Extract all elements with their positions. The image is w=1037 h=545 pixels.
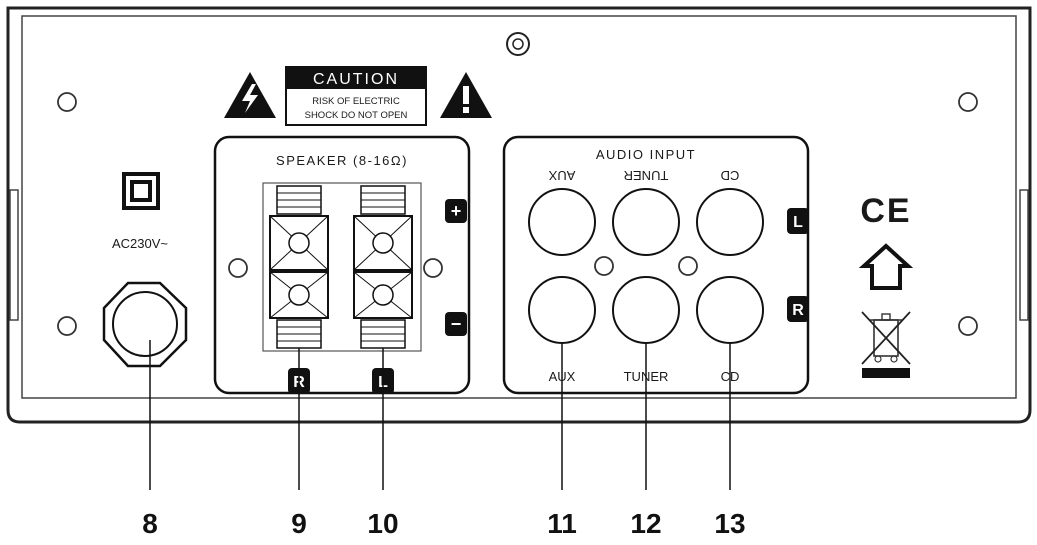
svg-text:R: R bbox=[792, 302, 804, 319]
speaker-terminal-left[interactable] bbox=[353, 185, 413, 349]
rca-tuner-right-jack[interactable] bbox=[612, 276, 680, 344]
lightning-warning-icon bbox=[224, 72, 276, 118]
caution-title-bar bbox=[286, 67, 426, 89]
screw-hole-bottom-right bbox=[958, 316, 978, 336]
speaker-panel-title: SPEAKER (8-16Ω) bbox=[276, 153, 408, 168]
top-label-cd: CD bbox=[721, 168, 740, 183]
ce-mark: CE bbox=[860, 192, 911, 230]
top-label-tuner: TUNER bbox=[624, 168, 669, 183]
svg-text:L: L bbox=[793, 214, 803, 231]
caution-line-1: RISK OF ELECTRIC bbox=[312, 96, 400, 107]
rca-aux-right-jack[interactable] bbox=[528, 276, 596, 344]
right-channel-badge: R bbox=[787, 296, 809, 322]
audio-panel-hole-left bbox=[594, 256, 614, 276]
chassis-right-edge bbox=[1019, 189, 1029, 321]
speaker-panel-hole-right bbox=[423, 258, 443, 278]
screw-hole-bottom-left bbox=[57, 316, 77, 336]
callout-11: 11 bbox=[547, 508, 577, 539]
screw-top-center bbox=[506, 32, 530, 56]
audio-panel-hole-right bbox=[678, 256, 698, 276]
audio-input-panel bbox=[502, 135, 810, 395]
minus-polarity-badge: − bbox=[445, 312, 467, 336]
indoor-use-home-icon bbox=[858, 243, 914, 290]
double-insulation-icon bbox=[122, 172, 160, 210]
left-channel-badge: L bbox=[787, 208, 809, 234]
power-rating-label: AC230V~ bbox=[112, 236, 168, 251]
callout-10: 10 bbox=[367, 508, 398, 539]
top-label-aux: AUX bbox=[548, 168, 575, 183]
chassis-left-edge bbox=[9, 189, 19, 321]
power-cord-inlet bbox=[102, 281, 188, 368]
callout-12: 12 bbox=[630, 508, 661, 539]
rca-cd-right-jack[interactable] bbox=[696, 276, 764, 344]
callout-13: 13 bbox=[714, 508, 745, 539]
callout-9: 9 bbox=[291, 508, 307, 539]
svg-text:−: − bbox=[451, 314, 462, 334]
svg-text:+: + bbox=[451, 201, 462, 221]
screw-hole-top-left bbox=[57, 92, 77, 112]
caution-title: CAUTION bbox=[313, 71, 399, 88]
chassis-inner-line bbox=[21, 15, 1017, 399]
rca-cd-left-jack[interactable] bbox=[696, 188, 764, 256]
plus-polarity-badge: + bbox=[445, 199, 467, 223]
speaker-panel-hole-left bbox=[228, 258, 248, 278]
callout-8: 8 bbox=[142, 508, 158, 539]
audio-input-title: AUDIO INPUT bbox=[596, 147, 696, 162]
caution-line-2: SHOCK DO NOT OPEN bbox=[305, 110, 408, 121]
speaker-terminal-right[interactable] bbox=[269, 185, 329, 349]
speaker-terminal-block bbox=[262, 182, 422, 352]
rca-aux-left-jack[interactable] bbox=[528, 188, 596, 256]
rca-tuner-left-jack[interactable] bbox=[612, 188, 680, 256]
weee-crossed-bin-icon bbox=[861, 311, 911, 378]
screw-hole-top-right bbox=[958, 92, 978, 112]
exclamation-warning-icon bbox=[440, 72, 492, 118]
speaker-panel bbox=[213, 135, 471, 395]
